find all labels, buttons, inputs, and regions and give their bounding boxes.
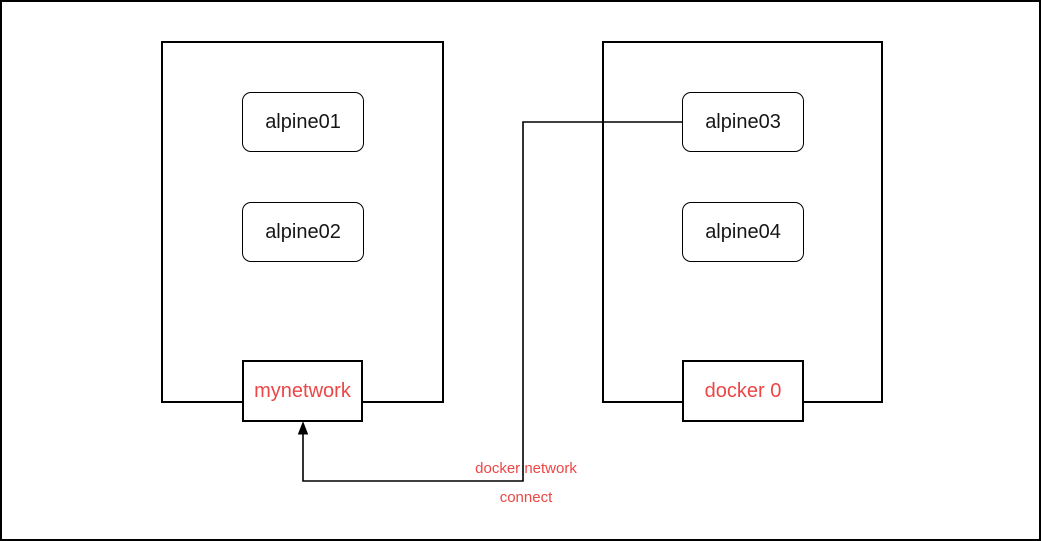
connector-caption-line1: docker network xyxy=(475,460,577,477)
container-label: alpine02 xyxy=(265,220,341,243)
network-label-box-docker0: docker 0 xyxy=(682,360,804,422)
network-label: docker 0 xyxy=(704,379,782,402)
container-label: alpine01 xyxy=(265,110,341,133)
arrowhead-up-icon xyxy=(297,421,309,435)
connector-caption-line2: connect xyxy=(499,489,553,506)
container-label: alpine04 xyxy=(705,220,781,243)
network-label-box-mynetwork: mynetwork xyxy=(242,360,363,422)
container-node-alpine03: alpine03 xyxy=(682,92,804,152)
container-node-alpine01: alpine01 xyxy=(242,92,364,152)
container-node-alpine04: alpine04 xyxy=(682,202,804,262)
connector-caption: docker network connect xyxy=(475,454,577,512)
container-label: alpine03 xyxy=(705,110,781,133)
container-node-alpine02: alpine02 xyxy=(242,202,364,262)
network-label: mynetwork xyxy=(254,379,351,402)
